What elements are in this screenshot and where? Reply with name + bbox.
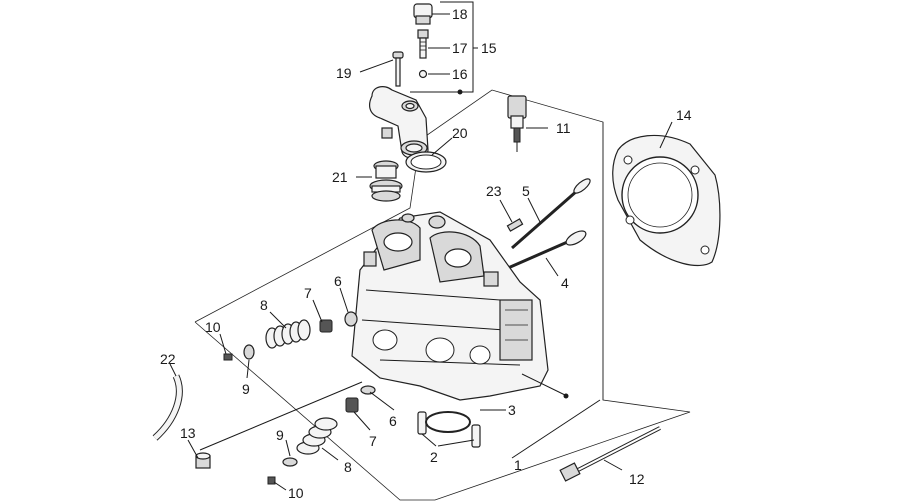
callout-8-upper: 8 xyxy=(260,297,268,313)
sensor-part-11 xyxy=(507,95,527,152)
keeper-part-10-lower xyxy=(267,476,276,485)
keeper-part-10-upper xyxy=(223,353,233,361)
callout-5: 5 xyxy=(522,183,530,199)
bracket-dot xyxy=(457,89,463,95)
leader-lines xyxy=(169,13,673,491)
fitting-part-13 xyxy=(195,452,211,469)
callout-7-upper: 7 xyxy=(304,285,312,301)
callout-18: 18 xyxy=(452,6,468,22)
callout-21: 21 xyxy=(332,169,348,185)
callout-10-upper: 10 xyxy=(205,319,221,335)
callout-3: 3 xyxy=(508,402,516,418)
callout-20: 20 xyxy=(452,125,468,141)
cap-part-18 xyxy=(413,3,433,25)
dowel-part-2 xyxy=(417,411,481,448)
callout-2: 2 xyxy=(430,449,438,465)
callout-22: 22 xyxy=(160,351,176,367)
callout-7-lower: 7 xyxy=(369,433,377,449)
washer-part-16 xyxy=(418,69,428,79)
callout-9-lower: 9 xyxy=(276,427,284,443)
callout-16: 16 xyxy=(452,66,468,82)
bolt-part-12 xyxy=(559,426,661,482)
lower-spring-group xyxy=(267,385,376,485)
cylinder-head-part-1 xyxy=(351,211,549,401)
callout-23: 23 xyxy=(486,183,502,199)
collet-part-7-lower xyxy=(345,397,359,413)
callout-19: 19 xyxy=(336,65,352,81)
callout-14: 14 xyxy=(676,107,692,123)
callout-labels: 18 17 15 16 19 20 21 11 14 5 23 4 6 7 8 … xyxy=(160,6,692,501)
o-ring-part-3 xyxy=(425,411,471,433)
collet-part-7-upper xyxy=(319,319,333,333)
seal-part-6-lower xyxy=(360,385,376,395)
seal-part-6-upper xyxy=(344,311,358,327)
hose-part-22 xyxy=(152,374,183,441)
callout-15: 15 xyxy=(481,40,497,56)
leader-dot xyxy=(563,393,569,399)
callout-13: 13 xyxy=(180,425,196,441)
callout-9-upper: 9 xyxy=(242,381,250,397)
o-ring-part-20 xyxy=(405,151,447,173)
retainer-part-9-upper xyxy=(243,344,255,360)
thermostat-housing xyxy=(369,86,429,160)
head-gasket-part-14 xyxy=(612,134,721,267)
callout-10-lower: 10 xyxy=(288,485,304,501)
callout-6-lower: 6 xyxy=(389,413,397,429)
valve-part-5 xyxy=(511,178,591,250)
spring-part-8-lower xyxy=(296,417,338,455)
callout-8-lower: 8 xyxy=(344,459,352,475)
valve-part-4 xyxy=(507,230,587,270)
stud-part-23 xyxy=(506,218,524,232)
assembly-boundary xyxy=(194,89,691,501)
thermostat-part-21 xyxy=(369,160,403,202)
callout-17: 17 xyxy=(452,40,468,56)
callout-1: 1 xyxy=(514,457,522,473)
callout-6-upper: 6 xyxy=(334,273,342,289)
callout-11: 11 xyxy=(556,120,571,136)
retainer-part-9-lower xyxy=(282,457,298,467)
bracket-15 xyxy=(410,1,478,95)
spring-part-8-upper xyxy=(265,319,311,349)
sensor-part-17 xyxy=(417,29,429,59)
callout-12: 12 xyxy=(629,471,645,487)
callout-4: 4 xyxy=(561,275,569,291)
screw-part-19 xyxy=(392,51,404,87)
upper-spring-group xyxy=(223,311,358,361)
